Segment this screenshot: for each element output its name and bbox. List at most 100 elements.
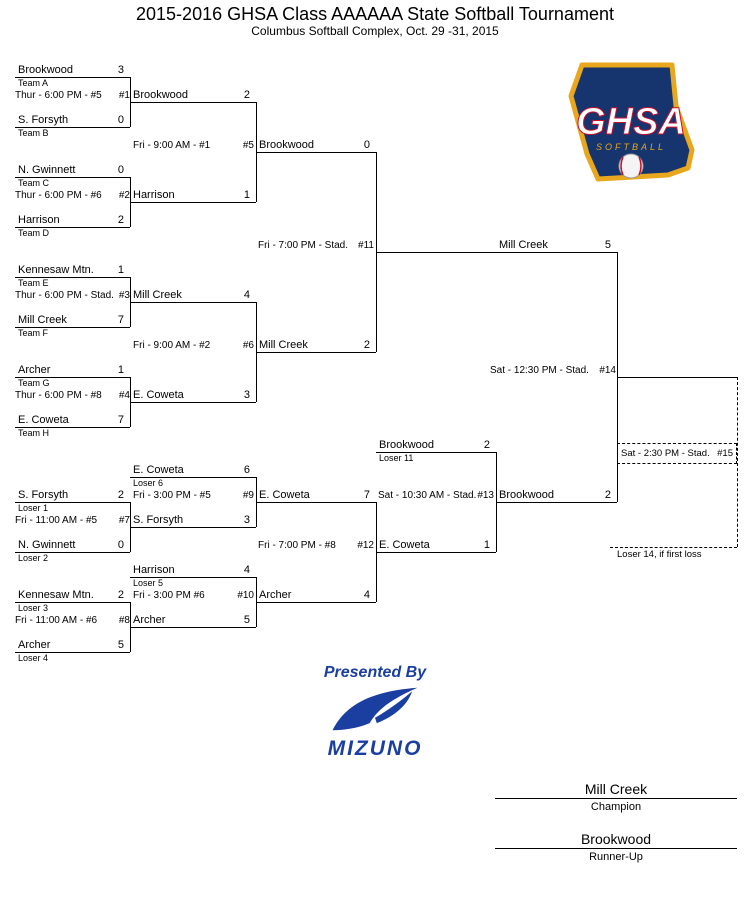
- team-name: Archer: [259, 589, 292, 601]
- team-score: 2: [117, 214, 124, 226]
- game-number: #11: [358, 240, 374, 251]
- ghsa-logo-subtext: SOFTBALL: [596, 142, 666, 152]
- game-number: #1: [118, 90, 130, 101]
- game-number: #5: [242, 140, 254, 151]
- champion-name: Mill Creek: [584, 781, 648, 797]
- softball-icon: [618, 153, 644, 179]
- game-number: #4: [118, 390, 130, 401]
- team-score: 7: [117, 314, 124, 326]
- game-time: Thur - 6:00 PM - #5: [15, 90, 102, 101]
- game-info-g1: Thur - 6:00 PM - #5 #1: [15, 88, 130, 102]
- team-name: Harrison: [133, 564, 175, 576]
- game-time: Thur - 6:00 PM - #8: [15, 390, 102, 401]
- game-time: Fri - 7:00 PM - #8: [258, 540, 336, 551]
- loser-label: Loser 4: [18, 653, 49, 663]
- loser14-line: [610, 547, 737, 548]
- slot-g10-bot: Archer 5: [130, 613, 256, 628]
- game-number: #3: [118, 290, 130, 301]
- game-time: Sat - 12:30 PM - Stad.: [490, 365, 589, 376]
- page-subtitle: Columbus Softball Complex, Oct. 29 -31, …: [251, 24, 499, 38]
- game-number: #7: [118, 515, 130, 526]
- seed-label: Team B: [18, 128, 49, 138]
- ghsa-logo: GHSA SOFTBALL: [552, 58, 710, 201]
- game-time: Fri - 7:00 PM - Stad.: [258, 240, 349, 251]
- winners-final-line: [376, 252, 617, 253]
- loser-label: Loser 1: [18, 503, 49, 513]
- bracket-connector-g8: [130, 602, 131, 652]
- game-time: Sat - 2:30 PM - Stad.: [621, 448, 710, 459]
- game-number: #2: [118, 190, 130, 201]
- seed-label: Team C: [18, 178, 50, 188]
- game-number: #14: [599, 365, 616, 376]
- bracket-connector-g11: [376, 152, 377, 352]
- team-name: E. Coweta: [259, 489, 310, 501]
- team-score: 7: [117, 414, 124, 426]
- seed-label: Team E: [18, 278, 49, 288]
- team-name: Archer: [18, 364, 51, 376]
- game-info-g2: Thur - 6:00 PM - #6#2: [15, 188, 130, 202]
- team-name: N. Gwinnett: [18, 164, 76, 176]
- game-time: Thur - 6:00 PM - Stad.: [15, 290, 114, 301]
- team-score: 0: [117, 539, 124, 551]
- team-name: Brookwood: [18, 64, 74, 76]
- game-number: #8: [118, 615, 130, 626]
- game-number: #12: [357, 540, 374, 551]
- team-score: 2: [604, 489, 611, 501]
- team-score: 5: [117, 639, 124, 651]
- team-name: E. Coweta: [18, 414, 69, 426]
- game-info-g9: Fri - 3:00 PM - #5#9: [133, 488, 254, 502]
- game-info-g12: Fri - 7:00 PM - #8 #12: [258, 538, 374, 552]
- team-name: Archer: [133, 614, 166, 626]
- team-name: Mill Creek: [18, 314, 67, 326]
- if-necessary-connector: [737, 377, 738, 547]
- team-name: Brookwood: [133, 89, 189, 101]
- bracket-connector-g1: [130, 77, 131, 127]
- game-info-g10: Fri - 3:00 PM #6#10: [133, 588, 254, 602]
- team-name: Brookwood: [499, 489, 555, 501]
- page-title: 2015-2016 GHSA Class AAAAAA State Softba…: [136, 4, 614, 24]
- game-info-g4: Thur - 6:00 PM - #8 #4: [15, 388, 130, 402]
- team-score: 2: [117, 489, 124, 501]
- bracket-connector-g14: [617, 252, 618, 502]
- team-score: 3: [243, 389, 250, 401]
- team-score: 4: [243, 289, 250, 301]
- game-info-g7: Fri - 11:00 AM - #5#7: [15, 513, 130, 527]
- loser-label: Loser 3: [18, 603, 49, 613]
- mizuno-runbird-icon: [332, 687, 418, 731]
- game-info-g14: Sat - 12:30 PM - Stad. #14: [490, 363, 616, 377]
- team-score: 1: [483, 539, 490, 551]
- bracket-connector-g2: [130, 177, 131, 227]
- slot-g13-bot: E. Coweta 1: [376, 538, 496, 553]
- runnerup-label: Runner-Up: [589, 851, 643, 863]
- game-number: #13: [477, 490, 494, 501]
- team-score: 7: [363, 489, 370, 501]
- team-name: Archer: [18, 639, 51, 651]
- loser-label: Loser 11: [379, 453, 414, 463]
- team-score: 2: [363, 339, 370, 351]
- team-name: E. Coweta: [379, 539, 430, 551]
- game-info-g3: Thur - 6:00 PM - Stad. #3: [15, 288, 130, 302]
- loser-label: Loser 2: [18, 553, 49, 563]
- game-time: Fri - 11:00 AM - #6: [15, 615, 98, 626]
- game-time: Fri - 3:00 PM - #5: [133, 490, 211, 501]
- champion-underline: [495, 798, 737, 799]
- ghsa-logo-text: GHSA: [576, 101, 686, 143]
- game-time: Fri - 9:00 AM - #1: [133, 140, 211, 151]
- team-score: 3: [117, 64, 124, 76]
- team-name: N. Gwinnett: [18, 539, 76, 551]
- team-name: S. Forsyth: [18, 114, 69, 126]
- game-time: Sat - 10:30 AM - Stad.: [378, 490, 477, 501]
- seed-label: Team F: [18, 328, 49, 338]
- game-number: #6: [242, 340, 254, 351]
- slot-g12-top: E. Coweta 7: [256, 488, 376, 503]
- team-score: 5: [243, 614, 250, 626]
